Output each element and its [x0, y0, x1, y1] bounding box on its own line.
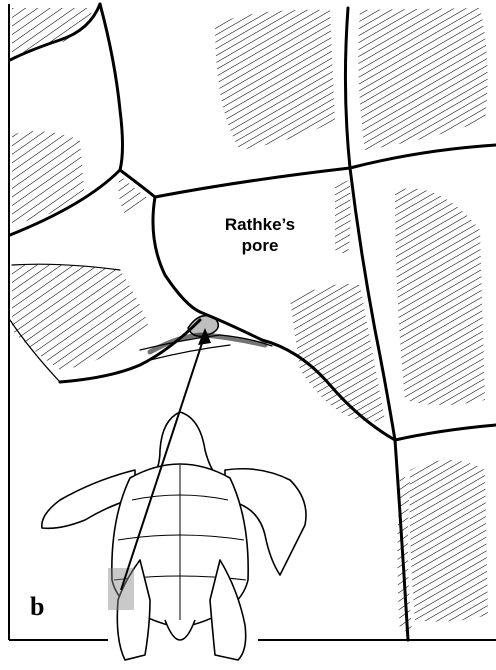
label-line-1: Rathke’s — [205, 214, 315, 235]
scute-hatching — [12, 8, 488, 632]
rathkes-pore-label: Rathke’s pore — [205, 214, 315, 256]
turtle-tail — [165, 620, 195, 640]
hatchling-turtle — [42, 412, 306, 660]
panel-letter: b — [30, 592, 44, 622]
label-line-2: pore — [205, 235, 315, 256]
